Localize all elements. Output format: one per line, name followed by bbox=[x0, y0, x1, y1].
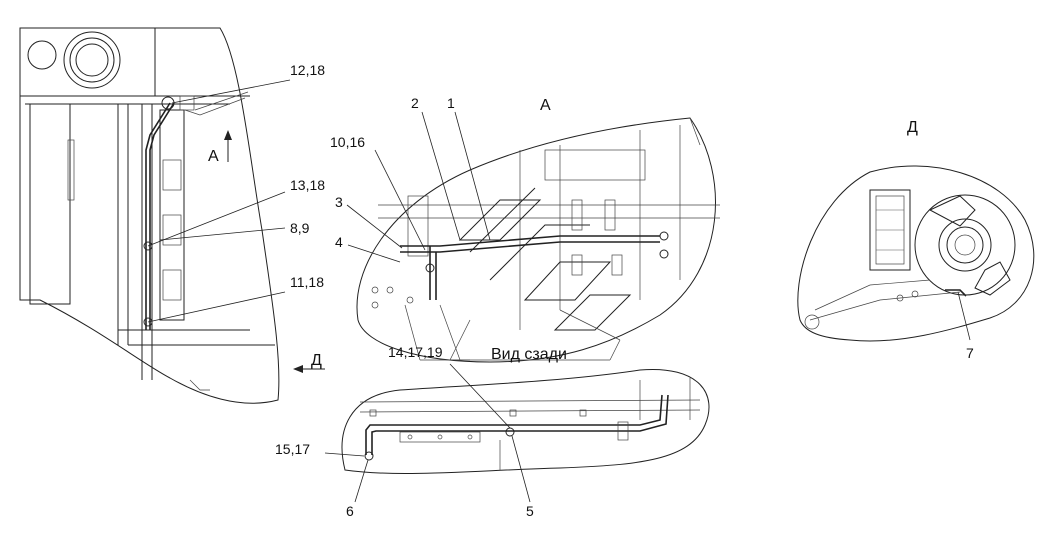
view-arrow-d-label: Д bbox=[311, 352, 322, 369]
main-side-view bbox=[19, 27, 325, 404]
view-d-detail bbox=[797, 165, 1035, 342]
main-view-leaders bbox=[147, 79, 291, 323]
view-a-detail bbox=[356, 117, 720, 363]
rear-view-leaders bbox=[324, 363, 531, 503]
callout-12-18: 12,18 bbox=[290, 62, 325, 78]
view-a-leaders bbox=[346, 111, 491, 263]
callout-7: 7 bbox=[966, 345, 974, 361]
view-arrow-a-label: А bbox=[208, 148, 219, 165]
view-a-title: А bbox=[540, 97, 551, 114]
callout-4: 4 bbox=[335, 234, 343, 250]
view-d-title: Д bbox=[907, 119, 918, 136]
callout-3: 3 bbox=[335, 194, 343, 210]
view-d-leaders bbox=[957, 291, 971, 341]
callout-6: 6 bbox=[346, 503, 354, 519]
callout-10-16: 10,16 bbox=[330, 134, 365, 150]
callout-15-17: 15,17 bbox=[275, 441, 310, 457]
rear-view-detail bbox=[341, 368, 710, 474]
rear-view-caption: Вид сзади bbox=[491, 346, 567, 363]
callout-1: 1 bbox=[447, 95, 455, 111]
callout-labels: 12,18 13,18 8,9 11,18 2 1 10,16 3 4 14,1… bbox=[275, 62, 974, 519]
callout-14-17-19: 14,17,19 bbox=[388, 344, 443, 360]
view-marks: А Д А Д Вид сзади bbox=[208, 97, 918, 369]
callout-5: 5 bbox=[526, 503, 534, 519]
callout-11-18: 11,18 bbox=[290, 274, 324, 290]
callout-13-18: 13,18 bbox=[290, 177, 325, 193]
callout-8-9: 8,9 bbox=[290, 220, 310, 236]
callout-2: 2 bbox=[411, 95, 419, 111]
